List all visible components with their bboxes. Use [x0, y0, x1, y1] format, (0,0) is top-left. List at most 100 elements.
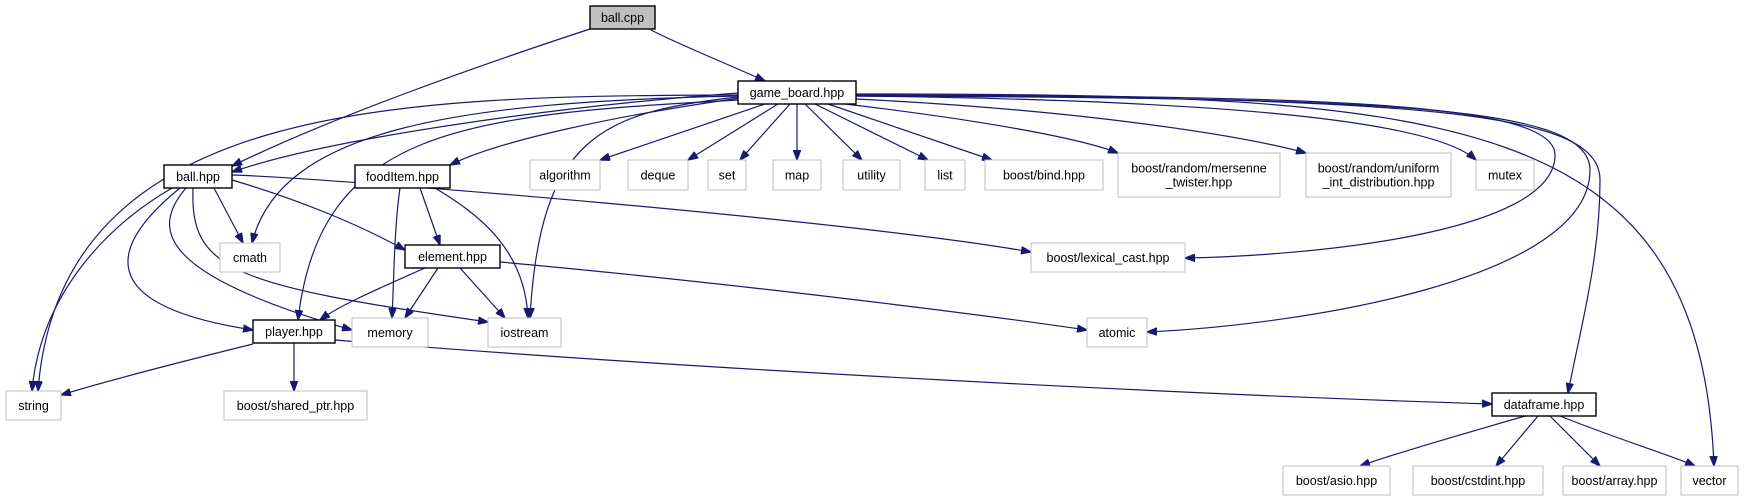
node-label: boost/shared_ptr.hpp: [237, 399, 354, 413]
node-label: cmath: [233, 251, 267, 265]
node-list: list: [924, 159, 966, 191]
edge-game-board-to-mersenne: [844, 103, 1118, 153]
node-box: [163, 164, 233, 189]
edge-dataframe-to-cstdint: [1496, 415, 1539, 466]
edge-ball-hpp-to-element: [231, 179, 405, 250]
node-box: [1475, 159, 1535, 191]
node-box: [1086, 317, 1148, 348]
node-box: [772, 159, 822, 191]
node-label: mutex: [1488, 169, 1523, 183]
node-ball-cpp[interactable]: ball.cpp: [589, 5, 656, 30]
node-box: [354, 164, 451, 189]
node-player[interactable]: player.hpp: [252, 319, 336, 344]
node-label: foodItem.hpp: [366, 170, 439, 184]
node-mersenne: boost/random/mersenne_twister.hpp: [1117, 152, 1281, 198]
node-box: [487, 317, 562, 348]
node-label: iostream: [501, 326, 549, 340]
node-boost-bind: boost/bind.hpp: [984, 159, 1104, 191]
node-box: [223, 390, 368, 421]
edge-fooditem-to-element: [419, 187, 440, 245]
node-mutex: mutex: [1475, 159, 1535, 191]
edge-game-board-to-string: [38, 94, 739, 391]
node-uniform: boost/random/uniform_int_distribution.hp…: [1305, 152, 1452, 198]
node-box: [1491, 392, 1597, 417]
edge-element-to-memory: [405, 267, 439, 318]
node-vector: vector: [1680, 465, 1739, 496]
edge-ball-hpp-to-cmath: [213, 187, 243, 243]
edge-game-board-to-deque: [688, 103, 779, 160]
node-box: [707, 159, 747, 191]
node-label: map: [785, 169, 809, 183]
node-label: algorithm: [539, 169, 590, 183]
node-label: ball.cpp: [601, 11, 644, 25]
node-atomic: atomic: [1086, 317, 1148, 348]
node-label: game_board.hpp: [750, 86, 845, 100]
edge-game-board-to-vector: [855, 93, 1714, 466]
edge-player-to-string: [61, 343, 254, 395]
edge-element-to-player: [320, 267, 426, 320]
node-box: [589, 5, 656, 30]
edge-game-board-to-lexical-cast: [855, 94, 1556, 258]
node-shared-ptr: boost/shared_ptr.hpp: [223, 390, 368, 421]
edge-game-board-to-list: [814, 103, 928, 160]
edge-ball-hpp-to-lexical-cast: [231, 174, 1031, 252]
edge-game-board-to-boost-bind: [827, 103, 992, 160]
node-label: boost/random/uniform: [1318, 162, 1440, 176]
node-element[interactable]: element.hpp: [404, 244, 501, 269]
node-label: player.hpp: [265, 325, 323, 339]
node-lexical-cast: boost/lexical_cast.hpp: [1030, 242, 1186, 273]
edge-dataframe-to-array: [1549, 415, 1600, 466]
node-algorithm: algorithm: [529, 159, 601, 191]
node-label: element.hpp: [418, 250, 487, 264]
node-label: string: [18, 399, 49, 413]
edge-game-board-to-iostream: [530, 96, 739, 318]
node-memory: memory: [351, 317, 429, 348]
node-string: string: [5, 390, 62, 421]
node-box: [404, 244, 501, 269]
node-iostream: iostream: [487, 317, 562, 348]
node-box: [984, 159, 1104, 191]
edges-layer: [32, 28, 1714, 466]
node-box: [1117, 152, 1281, 198]
node-label: dataframe.hpp: [1504, 398, 1585, 412]
node-box: [529, 159, 601, 191]
node-cstdint: boost/cstdint.hpp: [1412, 465, 1544, 496]
node-box: [1305, 152, 1452, 198]
edge-game-board-to-fooditem: [450, 97, 741, 165]
node-box: [1412, 465, 1544, 496]
edge-game-board-to-player: [298, 99, 739, 320]
edge-player-to-dataframe: [334, 339, 1492, 404]
node-label: boost/array.hpp: [1572, 474, 1658, 488]
edge-game-board-to-atomic: [855, 95, 1591, 332]
edge-game-board-to-dataframe: [855, 94, 1601, 393]
node-box: [1562, 465, 1667, 496]
node-label: ball.hpp: [176, 170, 220, 184]
node-game-board[interactable]: game_board.hpp: [737, 80, 857, 105]
edge-ball-hpp-to-memory: [168, 187, 352, 330]
node-box: [219, 242, 281, 273]
node-label: _twister.hpp: [1165, 176, 1233, 190]
node-ball-hpp[interactable]: ball.hpp: [163, 164, 233, 189]
node-fooditem[interactable]: foodItem.hpp: [354, 164, 451, 189]
edge-game-board-to-mutex: [855, 95, 1476, 160]
node-box: [1680, 465, 1739, 496]
node-box: [924, 159, 966, 191]
node-label: deque: [641, 169, 676, 183]
edge-ball-cpp-to-ball-hpp: [232, 28, 591, 166]
node-label: boost/random/mersenne: [1131, 162, 1267, 176]
node-box: [252, 319, 336, 344]
node-box: [1282, 465, 1391, 496]
node-label: boost/lexical_cast.hpp: [1047, 251, 1170, 265]
edge-fooditem-to-memory: [392, 187, 401, 318]
edge-game-board-to-cmath: [252, 95, 739, 243]
edge-element-to-iostream: [459, 267, 505, 318]
node-dataframe[interactable]: dataframe.hpp: [1491, 392, 1597, 417]
node-asio: boost/asio.hpp: [1282, 465, 1391, 496]
edge-game-board-to-ball-hpp: [232, 92, 739, 172]
edge-fooditem-to-iostream: [434, 187, 528, 318]
node-label: list: [937, 169, 953, 183]
node-cmath: cmath: [219, 242, 281, 273]
node-box: [627, 159, 689, 191]
node-label: utility: [857, 169, 886, 183]
